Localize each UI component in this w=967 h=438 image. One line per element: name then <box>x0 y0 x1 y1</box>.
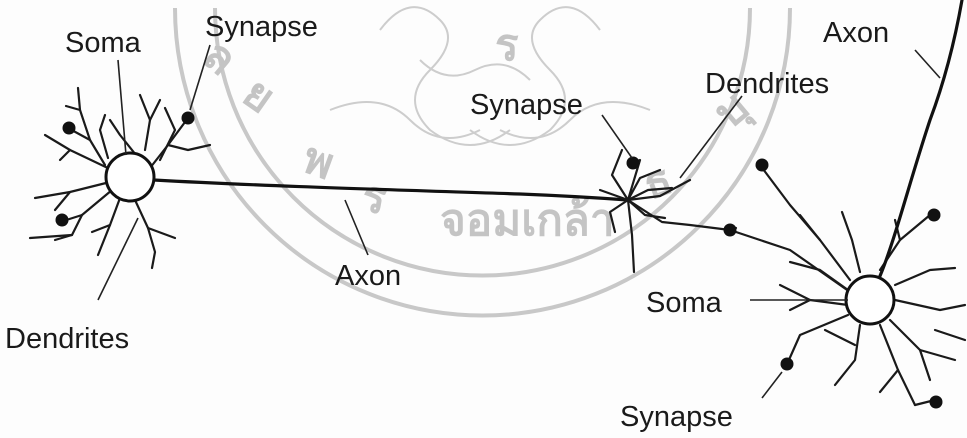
axon-fiber-right <box>880 0 962 276</box>
label-dendrites-left: Dendrites <box>5 323 129 355</box>
label-synapse-bottom: Synapse <box>620 401 733 433</box>
center-terminal <box>600 150 850 292</box>
left-soma <box>106 153 154 201</box>
left-neuron <box>30 88 210 268</box>
svg-text:ร: ร <box>358 171 390 225</box>
svg-text:ย: ย <box>234 67 284 124</box>
axon-fiber-left <box>154 180 628 200</box>
label-axon-top-right: Axon <box>823 17 889 49</box>
svg-text:พ: พ <box>296 132 341 190</box>
svg-text:ธ: ธ <box>636 153 679 210</box>
svg-text:จอมเกล้า: จอมเกล้า <box>440 195 615 246</box>
label-synapse-top-left: Synapse <box>205 11 318 43</box>
svg-text:ร: ร <box>495 20 519 71</box>
right-neuron <box>724 0 966 409</box>
right-soma <box>846 276 894 324</box>
right-synapse-knobs <box>724 159 943 409</box>
label-soma-right: Soma <box>646 287 723 319</box>
label-axon-center: Axon <box>335 260 401 292</box>
right-dendrites <box>730 165 965 405</box>
label-synapse-center: Synapse <box>470 89 583 121</box>
label-soma-left: Soma <box>65 27 142 59</box>
label-dendrites-center: Dendrites <box>705 68 829 100</box>
watermark-seal: ร ล ย พ ร จอมเกล้า ธ บุ <box>175 7 790 315</box>
